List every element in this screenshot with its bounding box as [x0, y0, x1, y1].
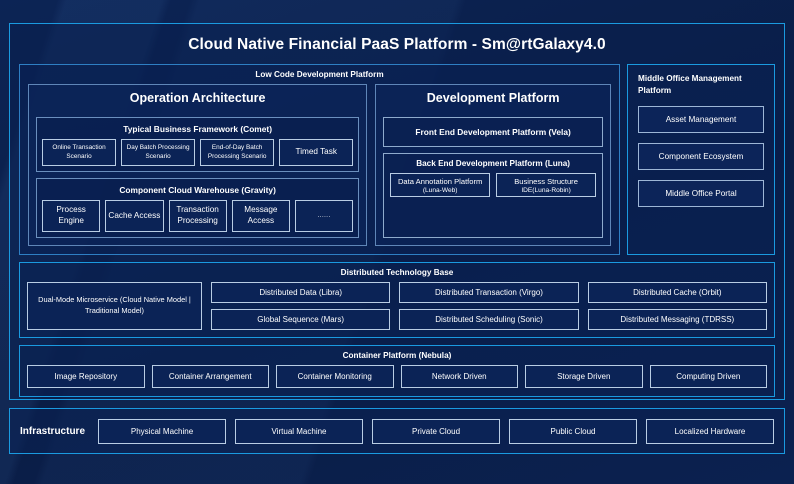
infrastructure-cell-public-cloud[interactable]: Public Cloud [509, 418, 638, 444]
typical-business-framework-group: Typical Business Framework (Comet) Onlin… [36, 117, 360, 173]
container-cell-computing-driven[interactable]: Computing Driven [649, 364, 767, 388]
low-code-platform-title: Low Code Development Platform [255, 70, 384, 79]
infrastructure-cell-private-cloud[interactable]: Private Cloud [372, 418, 501, 444]
back-end-item-sub: (Luna-Web) [422, 186, 458, 194]
back-end-development-platform-title: Back End Development Platform (Luna) [416, 159, 570, 168]
development-platform-panel: Development Platform Front End Developme… [375, 84, 611, 246]
middle-office-item-asset-management[interactable]: Asset Management [638, 105, 764, 133]
typical-business-framework-title: Typical Business Framework (Comet) [123, 124, 272, 134]
component-cloud-warehouse-title: Component Cloud Warehouse (Gravity) [119, 185, 276, 196]
middle-office-title: Middle Office Management Platform [638, 74, 742, 95]
page-title: Cloud Native Financial PaaS Platform - S… [188, 36, 606, 53]
low-code-development-platform-panel: Low Code Development Platform Operation … [19, 64, 620, 255]
distributed-technology-base-title: Distributed Technology Base [340, 267, 454, 277]
warehouse-item[interactable]: Process Engine [42, 200, 101, 232]
operation-architecture-panel: Operation Architecture Typical Business … [28, 84, 368, 246]
framework-item[interactable]: Timed Task [279, 139, 354, 167]
container-platform-panel: Container Platform (Nebula) Image Reposi… [19, 344, 775, 397]
development-platform-title: Development Platform [426, 91, 560, 105]
middle-office-item-portal[interactable]: Middle Office Portal [638, 179, 764, 207]
container-cell-network-driven[interactable]: Network Driven [400, 364, 518, 388]
distributed-transaction-cell[interactable]: Distributed Transaction (Virgo) [399, 281, 579, 303]
dual-mode-microservice-box[interactable]: Dual-Mode Microservice (Cloud Native Mod… [27, 281, 202, 330]
distributed-data-cell[interactable]: Distributed Data (Libra) [211, 281, 391, 303]
infrastructure-cell-physical-machine[interactable]: Physical Machine [98, 418, 227, 444]
upper-section: Low Code Development Platform Operation … [10, 64, 784, 255]
container-cell-storage-driven[interactable]: Storage Driven [525, 364, 643, 388]
distributed-technology-base-panel: Distributed Technology Base Dual-Mode Mi… [19, 261, 775, 338]
distributed-cache-cell[interactable]: Distributed Cache (Orbit) [587, 281, 767, 303]
container-cell-container-arrangement[interactable]: Container Arrangement [151, 364, 269, 388]
front-end-development-platform[interactable]: Front End Development Platform (Vela) [383, 117, 603, 147]
distributed-scheduling-cell[interactable]: Distributed Scheduling (Sonic) [399, 308, 579, 330]
component-cloud-warehouse-group: Component Cloud Warehouse (Gravity) Proc… [36, 178, 360, 238]
warehouse-item[interactable]: Cache Access [105, 200, 164, 232]
infrastructure-cell-virtual-machine[interactable]: Virtual Machine [235, 418, 364, 444]
middle-office-management-platform-panel: Middle Office Management Platform Asset … [627, 64, 775, 255]
container-platform-title: Container Platform (Nebula) [342, 350, 452, 360]
container-cell-container-monitoring[interactable]: Container Monitoring [276, 364, 394, 388]
warehouse-item[interactable]: Message Access [231, 200, 290, 232]
warehouse-item[interactable]: Transaction Processing [168, 200, 227, 232]
middle-office-item-component-ecosystem[interactable]: Component Ecosystem [638, 142, 764, 170]
framework-item[interactable]: Online Transaction Scenario [42, 139, 117, 167]
global-sequence-cell[interactable]: Global Sequence (Mars) [211, 308, 391, 330]
container-cell-image-repository[interactable]: Image Repository [27, 364, 145, 388]
infrastructure-panel: Infrastructure Physical Machine Virtual … [9, 408, 785, 454]
infrastructure-cell-localized-hardware[interactable]: Localized Hardware [646, 418, 775, 444]
framework-item[interactable]: End-of-Day Batch Processing Scenario [200, 139, 275, 167]
distributed-messaging-cell[interactable]: Distributed Messaging (TDRSS) [587, 308, 767, 330]
back-end-development-platform-group: Back End Development Platform (Luna) Dat… [383, 153, 603, 238]
warehouse-item-ellipsis[interactable]: ...... [295, 200, 354, 232]
infrastructure-label: Infrastructure [20, 425, 86, 437]
back-end-item-name: Data Annotation Platform [397, 177, 483, 186]
framework-item[interactable]: Day Batch Processing Scenario [121, 139, 196, 167]
back-end-item[interactable]: Business Structure IDE(Luna-Robin) [496, 173, 596, 198]
back-end-item-name: Business Structure [514, 177, 578, 186]
back-end-item-sub: IDE(Luna-Robin) [521, 186, 571, 194]
main-platform-frame: Cloud Native Financial PaaS Platform - S… [9, 23, 785, 400]
operation-architecture-title: Operation Architecture [129, 91, 266, 105]
back-end-item[interactable]: Data Annotation Platform (Luna-Web) [390, 173, 491, 198]
